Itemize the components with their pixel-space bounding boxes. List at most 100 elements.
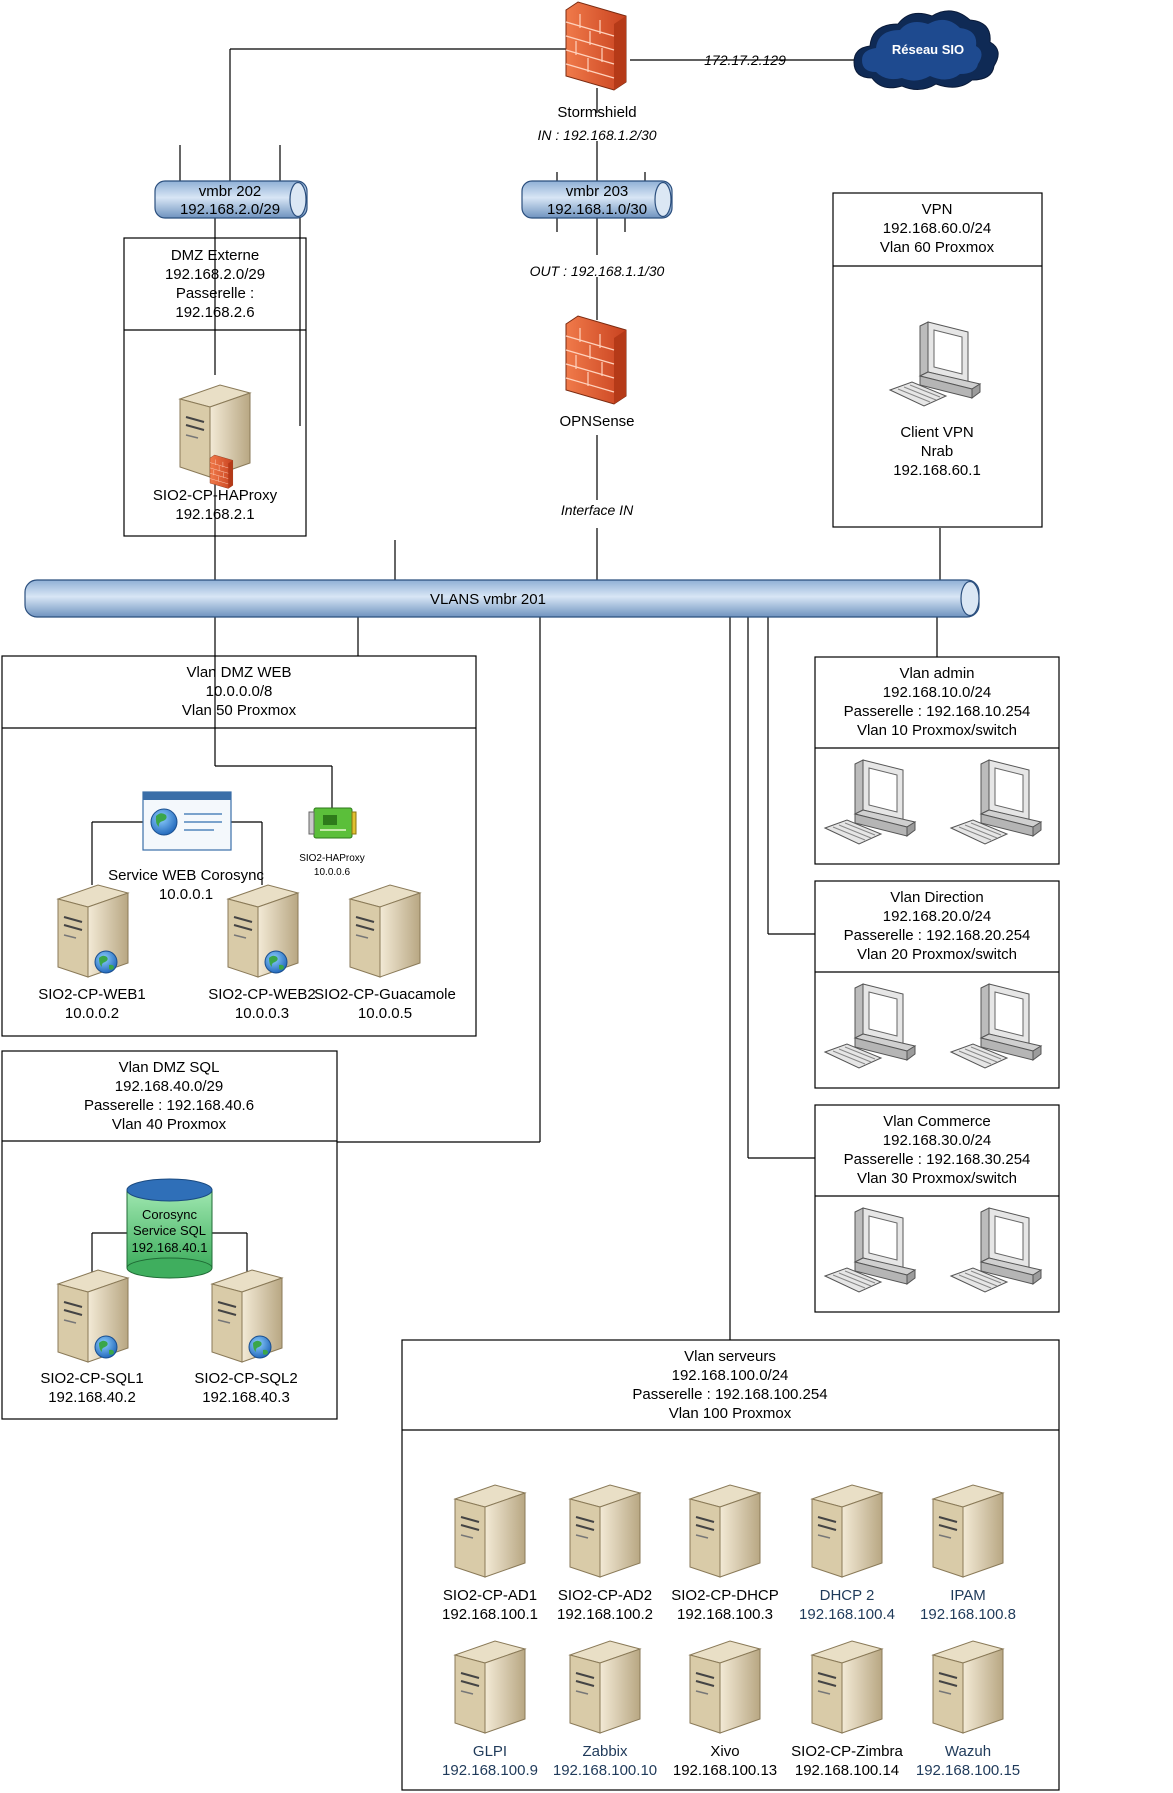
vlans-bus: VLANS vmbr 201 xyxy=(24,579,980,618)
haproxy-ip: 192.168.2.1 xyxy=(175,506,254,523)
wazuh-server-icon xyxy=(932,1640,1004,1734)
vpn-client-name: Client VPN xyxy=(900,424,973,441)
zabbix-ip: 192.168.100.10 xyxy=(553,1762,657,1779)
opnsense-interface: Interface IN xyxy=(561,502,634,518)
sql2-server-icon xyxy=(211,1269,283,1363)
stormshield-name: Stormshield xyxy=(557,104,636,121)
sql-database-icon xyxy=(126,1178,213,1279)
db-ip: 192.168.40.1 xyxy=(132,1240,208,1255)
dmz-sql-title: Vlan DMZ SQL xyxy=(119,1059,220,1076)
wazuh-ip: 192.168.100.15 xyxy=(916,1762,1020,1779)
web1-globe-icon xyxy=(94,950,118,974)
vmbr203-tube xyxy=(521,180,673,219)
ad1-name: SIO2-CP-AD1 xyxy=(443,1587,537,1604)
dhcp-name: SIO2-CP-DHCP xyxy=(671,1587,779,1604)
web-service-window-icon xyxy=(142,791,232,851)
serveurs-subnet: 192.168.100.0/24 xyxy=(672,1367,789,1384)
dmz-sql-gw: Passerelle : 192.168.40.6 xyxy=(84,1097,254,1114)
bus-label: VLANS vmbr 201 xyxy=(430,591,546,608)
vlan-admin-box: Vlan admin 192.168.10.0/24 Passerelle : … xyxy=(814,656,1060,865)
cloud-link-ip: 172.17.2.129 xyxy=(704,52,786,68)
vlan-serveurs-box: Vlan serveurs 192.168.100.0/24 Passerell… xyxy=(401,1339,1060,1791)
haproxy-name: SIO2-CP-HAProxy xyxy=(153,487,278,504)
dmz-ext-subnet: 192.168.2.0/29 xyxy=(165,266,265,283)
dmz-sql-subnet: 192.168.40.0/29 xyxy=(115,1078,223,1095)
sql1-globe-icon xyxy=(94,1335,118,1359)
vpn-vlan: Vlan 60 Proxmox xyxy=(880,239,995,256)
opnsense-out-ip: OUT : 192.168.1.1/30 xyxy=(530,263,665,279)
vpn-client-ip: 192.168.60.1 xyxy=(893,462,981,479)
wazuh-name: Wazuh xyxy=(945,1743,991,1760)
vmbr203-subnet: 192.168.1.0/30 xyxy=(547,201,647,218)
ad1-server-icon xyxy=(454,1484,526,1578)
admin-title: Vlan admin xyxy=(899,665,974,682)
reseau-sio-cloud: Réseau SIO xyxy=(853,10,999,90)
direction-gw: Passerelle : 192.168.20.254 xyxy=(844,927,1031,944)
zimbra-server-icon xyxy=(811,1640,883,1734)
sql1-server-icon xyxy=(57,1269,129,1363)
dmz-externe-box: DMZ Externe 192.168.2.0/29 Passerelle : … xyxy=(153,247,278,523)
sql2-globe-icon xyxy=(248,1335,272,1359)
ad2-name: SIO2-CP-AD2 xyxy=(558,1587,652,1604)
web2-globe-icon xyxy=(264,950,288,974)
haproxy-board-icon xyxy=(308,807,357,839)
web2-ip: 10.0.0.3 xyxy=(235,1005,289,1022)
zabbix-server-icon xyxy=(569,1640,641,1734)
web-haproxy-name: SIO2-HAProxy xyxy=(299,853,365,864)
glpi-name: GLPI xyxy=(473,1743,507,1760)
serveurs-title: Vlan serveurs xyxy=(684,1348,776,1365)
stormshield-in-ip: IN : 192.168.1.2/30 xyxy=(537,127,656,143)
vmbr203-name: vmbr 203 xyxy=(566,183,629,200)
haproxy-firewall-badge-icon xyxy=(209,454,234,489)
ipam-ip: 192.168.100.8 xyxy=(920,1606,1016,1623)
vmbr202-subnet: 192.168.2.0/29 xyxy=(180,201,280,218)
xivo-server-icon xyxy=(689,1640,761,1734)
commerce-gw: Passerelle : 192.168.30.254 xyxy=(844,1151,1031,1168)
direction-title: Vlan Direction xyxy=(890,889,983,906)
admin-pc-icon xyxy=(950,759,1042,845)
vpn-client-user: Nrab xyxy=(921,443,954,460)
ipam-name: IPAM xyxy=(950,1587,986,1604)
web-service-ip: 10.0.0.1 xyxy=(159,886,213,903)
vlan-dmz-sql-box: Vlan DMZ SQL 192.168.40.0/29 Passerelle … xyxy=(1,1050,338,1420)
vlan-dmz-web-box: Vlan DMZ WEB 10.0.0.0/8 Vlan 50 Proxmox … xyxy=(1,655,477,1037)
direction-pc-icon xyxy=(950,983,1042,1069)
web1-ip: 10.0.0.2 xyxy=(65,1005,119,1022)
dmz-sql-vlan: Vlan 40 Proxmox xyxy=(112,1116,227,1133)
dmz-web-title: Vlan DMZ WEB xyxy=(186,664,291,681)
admin-gw: Passerelle : 192.168.10.254 xyxy=(844,703,1031,720)
guacamole-name: SIO2-CP-Guacamole xyxy=(314,986,456,1003)
glpi-server-icon xyxy=(454,1640,526,1734)
vmbr202-tube xyxy=(154,180,308,219)
sql2-ip: 192.168.40.3 xyxy=(202,1389,290,1406)
vlan-direction-box: Vlan Direction 192.168.20.0/24 Passerell… xyxy=(814,880,1060,1089)
direction-vlan: Vlan 20 Proxmox/switch xyxy=(857,946,1017,963)
commerce-title: Vlan Commerce xyxy=(883,1113,991,1130)
dmz-ext-gw-label: Passerelle : xyxy=(176,285,254,302)
web1-server-icon xyxy=(57,884,129,978)
sql2-name: SIO2-CP-SQL2 xyxy=(194,1370,297,1387)
dmz-web-vlan: Vlan 50 Proxmox xyxy=(182,702,297,719)
vlan-commerce-box: Vlan Commerce 192.168.30.0/24 Passerelle… xyxy=(814,1104,1060,1313)
admin-vlan: Vlan 10 Proxmox/switch xyxy=(857,722,1017,739)
dhcp2-server-icon xyxy=(811,1484,883,1578)
ad2-server-icon xyxy=(569,1484,641,1578)
admin-subnet: 192.168.10.0/24 xyxy=(883,684,991,701)
vpn-subnet: 192.168.60.0/24 xyxy=(883,220,991,237)
vpn-client-pc-icon xyxy=(889,321,981,407)
dhcp-server-icon xyxy=(689,1484,761,1578)
commerce-pc-icon xyxy=(950,1207,1042,1293)
dhcp-ip: 192.168.100.3 xyxy=(677,1606,773,1623)
db-line1: Corosync xyxy=(142,1207,197,1222)
direction-pc-icon xyxy=(824,983,916,1069)
serveurs-gw: Passerelle : 192.168.100.254 xyxy=(632,1386,827,1403)
glpi-ip: 192.168.100.9 xyxy=(442,1762,538,1779)
dmz-ext-title: DMZ Externe xyxy=(171,247,259,264)
db-line2: Service SQL xyxy=(133,1223,206,1238)
direction-subnet: 192.168.20.0/24 xyxy=(883,908,991,925)
web2-name: SIO2-CP-WEB2 xyxy=(208,986,316,1003)
ipam-server-icon xyxy=(932,1484,1004,1578)
opnsense-firewall-icon xyxy=(565,315,627,405)
